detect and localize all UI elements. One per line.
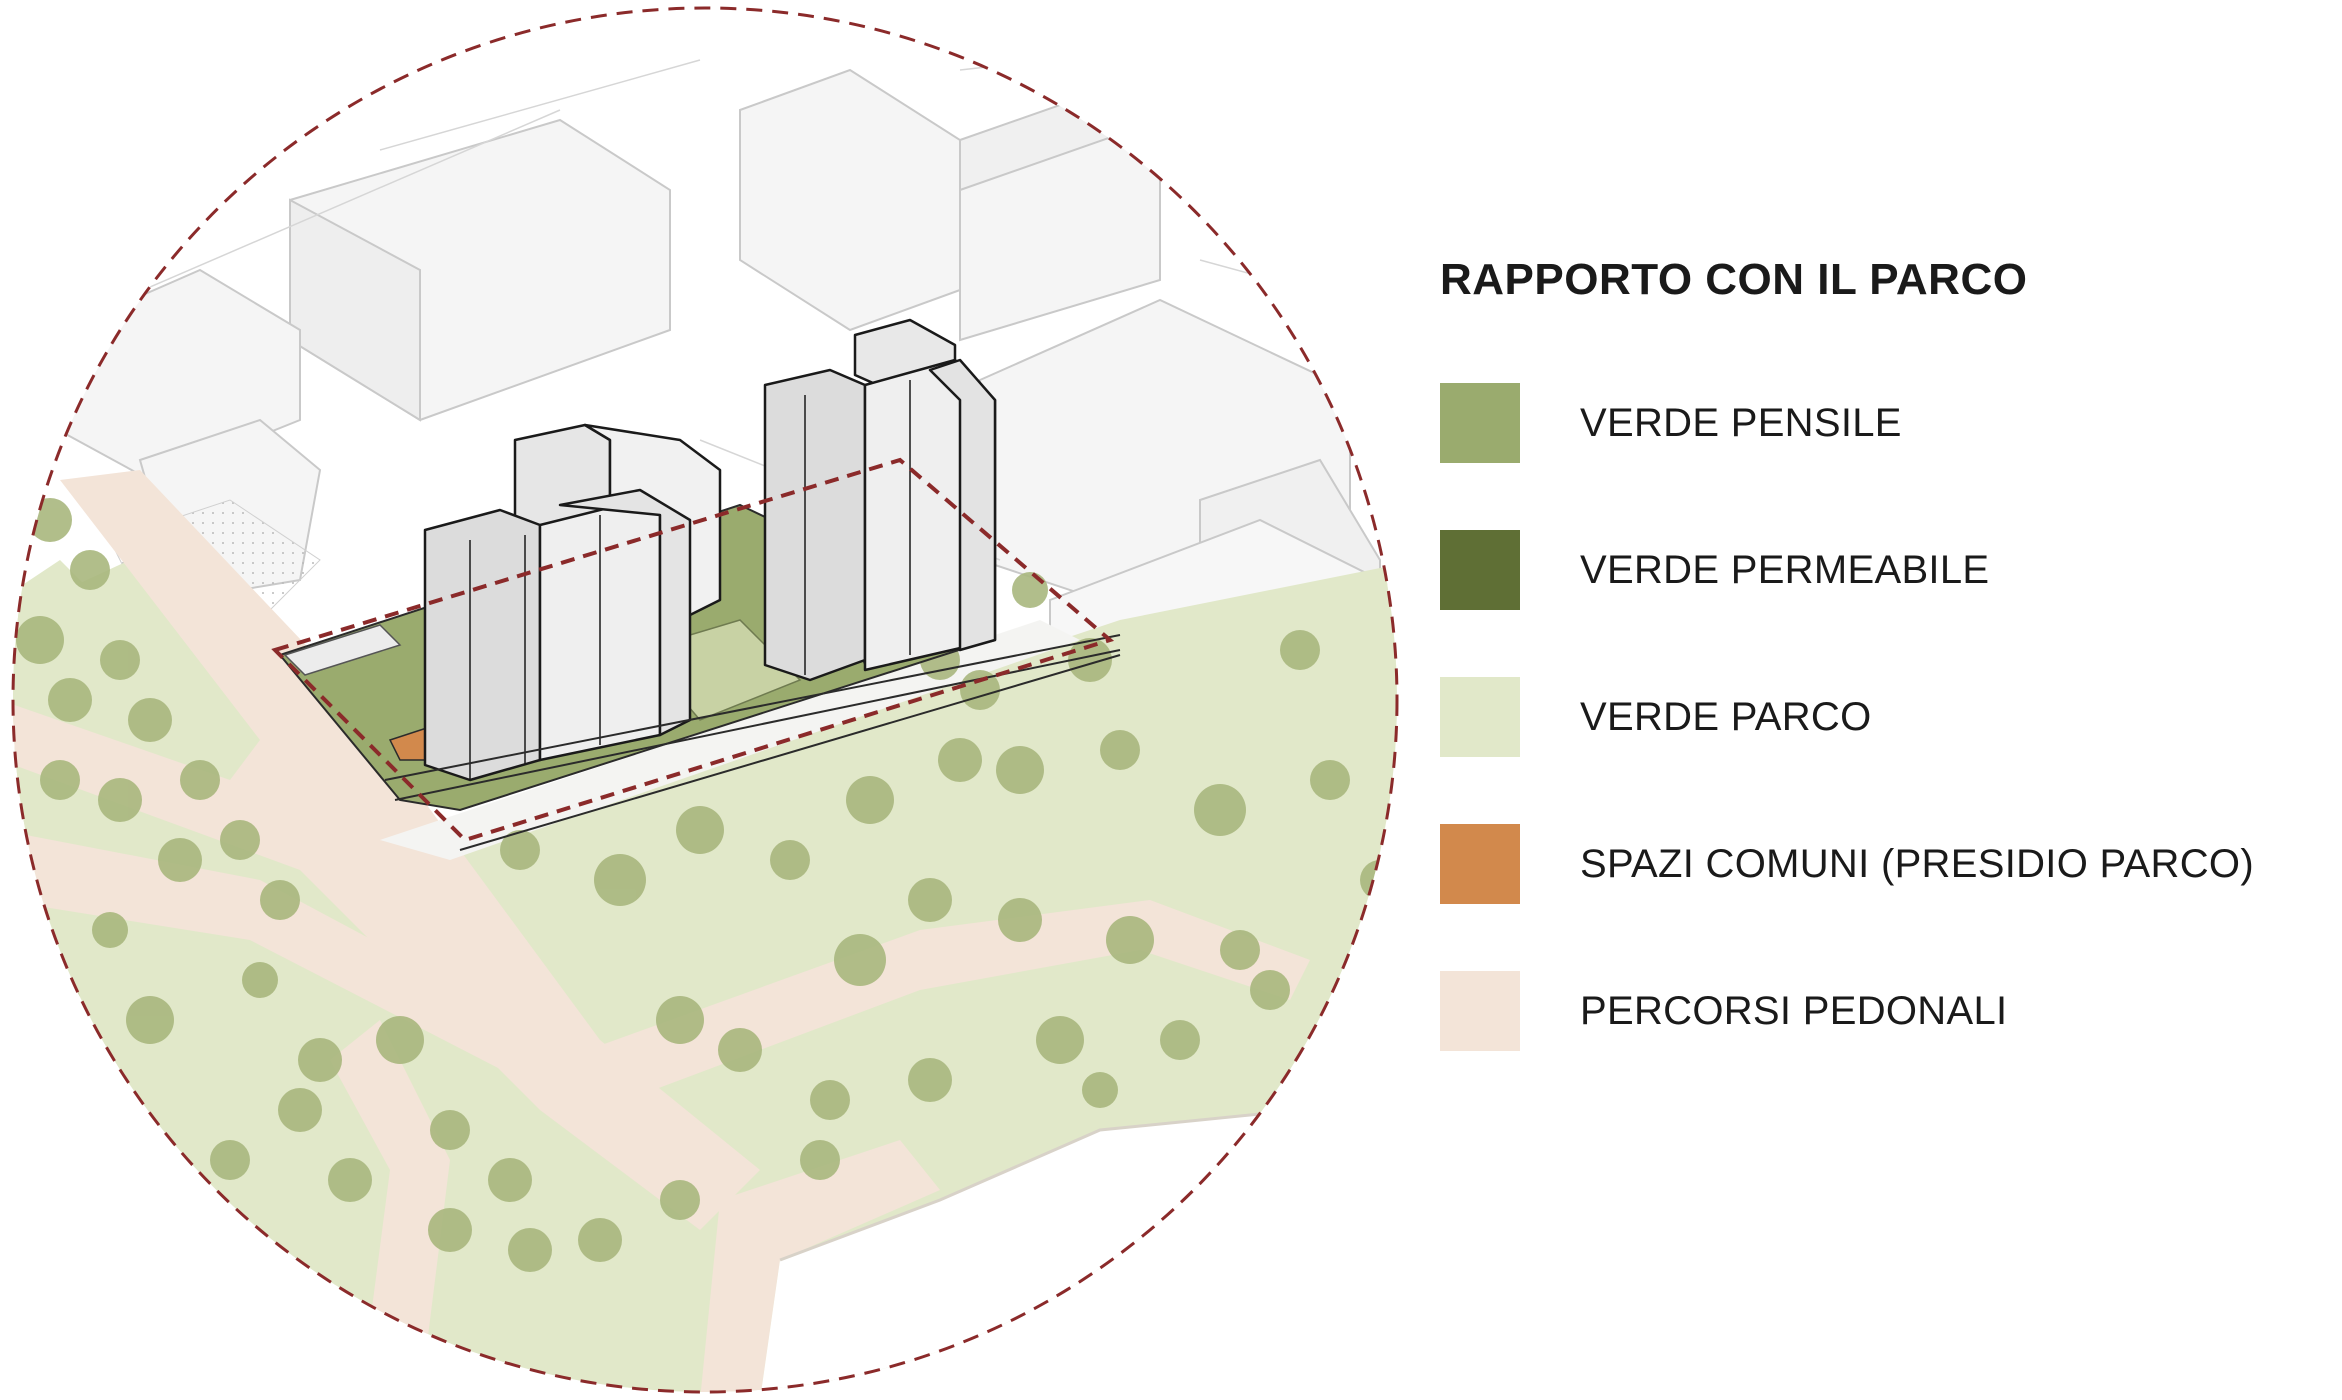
legend-swatch-verde-parco — [1440, 677, 1520, 757]
focus-circle — [11, 6, 1399, 1394]
context-buildings — [39, 68, 1397, 722]
legend-swatch-verde-permeabile — [1440, 530, 1520, 610]
podium-terrace — [283, 624, 402, 676]
legend-item-percorsi-pedonali: PERCORSI PEDONALI — [1440, 971, 2330, 1051]
legend-swatch-percorsi-pedonali — [1440, 971, 1520, 1051]
tower-east — [763, 318, 997, 682]
legend-label-verde-parco: VERDE PARCO — [1580, 694, 1872, 739]
legend-label-verde-pensile: VERDE PENSILE — [1580, 400, 1902, 445]
axonometric-site-diagram — [11, 6, 1399, 1394]
legend-item-verde-permeabile: VERDE PERMEABILE — [1440, 530, 2330, 610]
project-boundary — [271, 457, 1115, 843]
legend-swatch-verde-pensile — [1440, 383, 1520, 463]
legend-items: VERDE PENSILE VERDE PERMEABILE VERDE PARCO… — [1440, 383, 2330, 1051]
legend-label-percorsi-pedonali: PERCORSI PEDONALI — [1580, 988, 2008, 1033]
legend-swatch-spazi-comuni — [1440, 824, 1520, 904]
legend-item-verde-pensile: VERDE PENSILE — [1440, 383, 2330, 463]
legend-item-spazi-comuni: SPAZI COMUNI (PRESIDIO PARCO) — [1440, 824, 2330, 904]
site-forecourt — [380, 620, 1080, 860]
legend-item-verde-parco: VERDE PARCO — [1440, 677, 2330, 757]
legend-label-verde-permeabile: VERDE PERMEABILE — [1580, 547, 1990, 592]
legend-title: RAPPORTO CON IL PARCO — [1440, 255, 2028, 304]
tower-west — [423, 423, 722, 782]
legend-label-spazi-comuni: SPAZI COMUNI (PRESIDIO PARCO) — [1580, 841, 2254, 886]
